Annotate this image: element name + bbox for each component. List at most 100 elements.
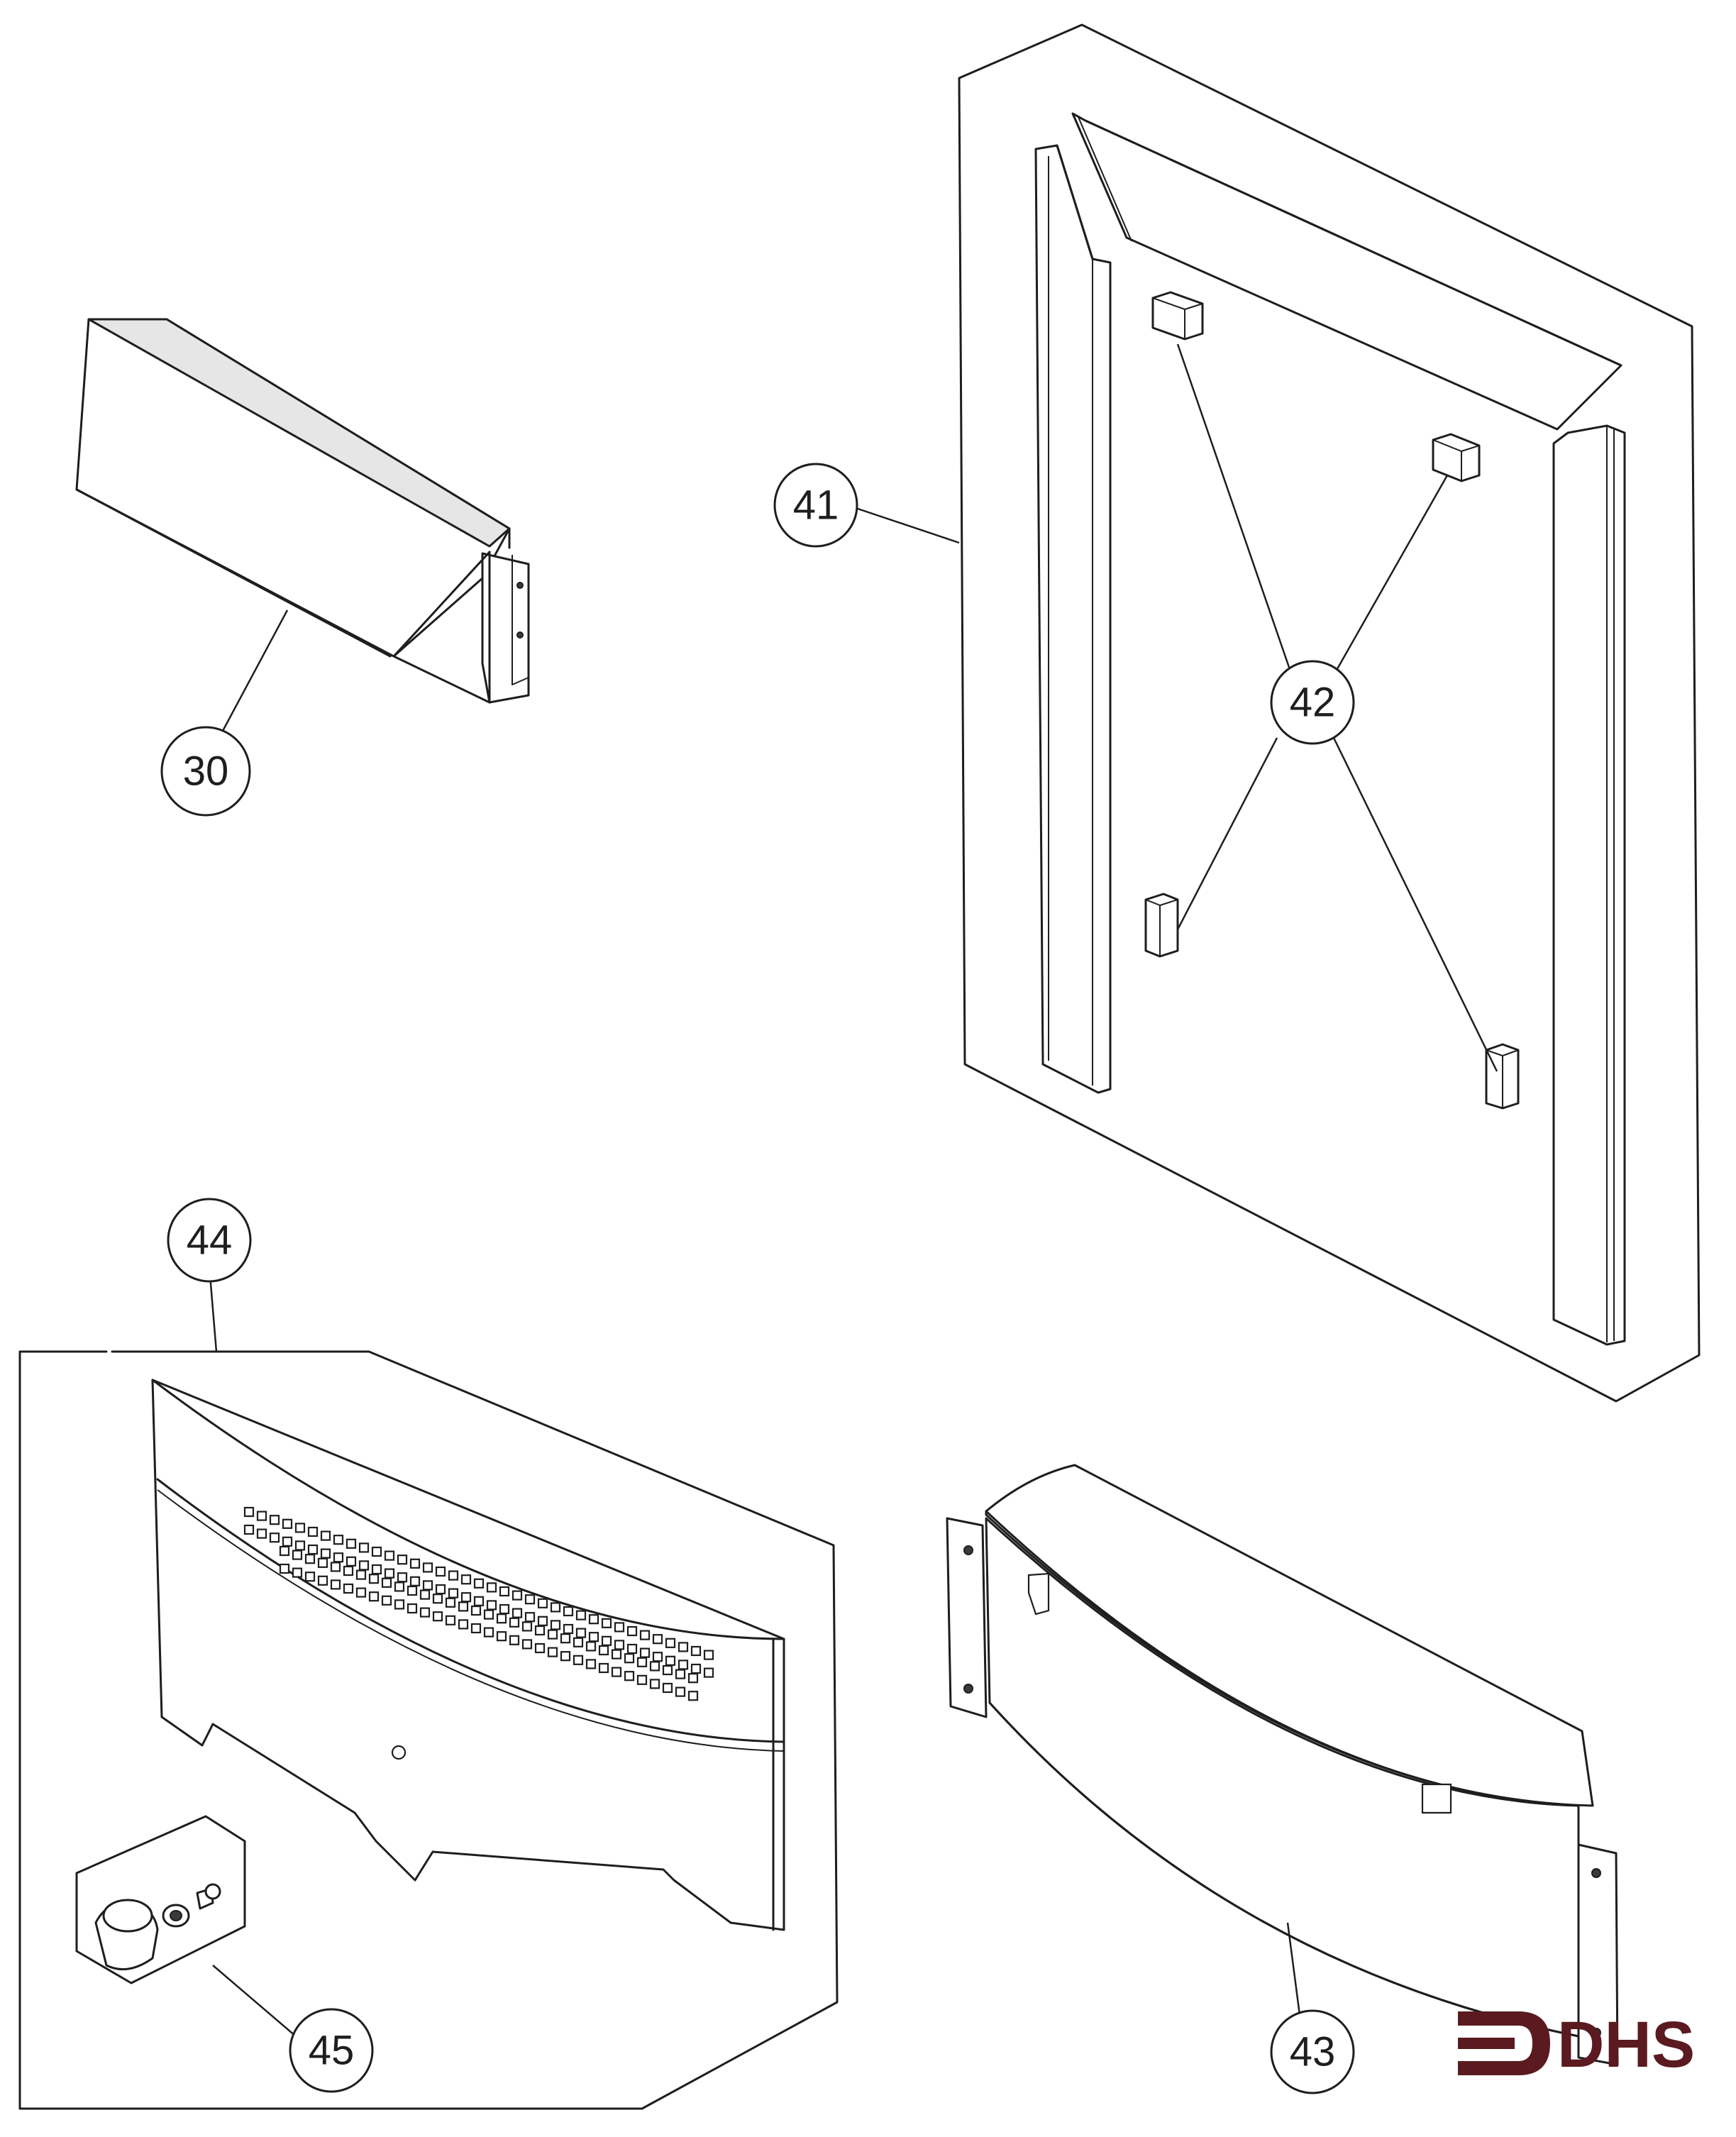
vent-slot xyxy=(397,1572,408,1583)
vent-slot xyxy=(560,1651,571,1662)
vent-slot xyxy=(598,1662,609,1674)
vent-slot xyxy=(588,1614,599,1625)
vent-slot xyxy=(458,1601,469,1612)
vent-slot xyxy=(320,1530,331,1541)
vent-slot xyxy=(307,1544,319,1555)
callout-44: 44 xyxy=(167,1198,252,1283)
vent-slot xyxy=(407,1603,418,1614)
vent-slot xyxy=(496,1613,507,1624)
part-43-curved-lower-panel xyxy=(946,1464,1619,2066)
vent-slot xyxy=(419,1589,431,1600)
vent-slot xyxy=(509,1617,520,1628)
vent-slot xyxy=(547,1629,558,1640)
vent-slot xyxy=(499,1586,510,1597)
vent-slot xyxy=(512,1590,523,1601)
vent-slot xyxy=(649,1679,660,1689)
part-45-control-knob xyxy=(75,1815,246,1984)
vent-slot xyxy=(473,1596,485,1606)
vent-slot xyxy=(345,1556,357,1567)
vent-slot xyxy=(282,1518,293,1529)
vent-slot xyxy=(371,1564,382,1575)
vent-slot xyxy=(687,1673,699,1684)
vent-slot xyxy=(432,1611,443,1622)
vent-slot xyxy=(496,1631,507,1642)
vent-slot xyxy=(665,1638,676,1648)
vent-slot xyxy=(381,1595,392,1606)
vent-slot xyxy=(652,1652,663,1662)
vent-slot xyxy=(269,1533,280,1543)
vent-slot xyxy=(292,1567,303,1578)
vent-slot xyxy=(384,1550,395,1561)
vent-slot xyxy=(639,1647,651,1658)
vent-slot xyxy=(269,1515,280,1525)
vent-slot xyxy=(445,1597,456,1608)
vent-slot xyxy=(639,1630,651,1640)
vent-slot xyxy=(573,1637,584,1647)
vent-slot xyxy=(394,1599,405,1610)
vent-slot xyxy=(394,1581,405,1592)
vent-slot xyxy=(662,1664,673,1676)
vent-slot xyxy=(665,1655,676,1666)
vent-slot xyxy=(422,1562,433,1573)
vent-slot xyxy=(585,1659,597,1669)
vent-slot xyxy=(292,1550,303,1560)
vent-slot xyxy=(460,1574,472,1585)
vent-slot xyxy=(470,1623,482,1634)
vent-slot xyxy=(624,1671,635,1682)
callout-43: 43 xyxy=(1270,2009,1355,2094)
part-44-front-panel-group xyxy=(18,1350,839,2110)
vent-slot xyxy=(368,1574,380,1584)
vent-slot xyxy=(690,1663,702,1674)
vent-slot xyxy=(611,1649,622,1660)
vent-slot xyxy=(499,1603,510,1615)
vent-slot xyxy=(614,1622,625,1633)
vent-slot xyxy=(573,1655,584,1665)
vent-slot xyxy=(486,1600,497,1611)
vent-slot xyxy=(317,1575,328,1586)
spacer-block-3 xyxy=(1144,893,1179,958)
vent-slot xyxy=(483,1627,494,1638)
vent-slot xyxy=(422,1580,433,1591)
vent-slot xyxy=(256,1511,267,1521)
vent-slot xyxy=(636,1674,648,1685)
vent-slot xyxy=(470,1605,482,1616)
vent-slot xyxy=(345,1538,357,1549)
vent-slot xyxy=(343,1565,354,1576)
spacer-block-1 xyxy=(1151,291,1204,341)
vent-slot xyxy=(371,1546,382,1557)
vent-slot xyxy=(355,1587,367,1598)
vent-slot xyxy=(575,1628,587,1638)
vent-slot xyxy=(384,1568,395,1579)
vent-slot xyxy=(294,1540,306,1551)
vent-slot xyxy=(333,1535,344,1545)
vent-slot-grid xyxy=(243,1506,714,1701)
vent-slot xyxy=(588,1632,599,1642)
vent-slot xyxy=(243,1506,255,1518)
vent-slot xyxy=(282,1536,293,1547)
vent-slot xyxy=(560,1633,571,1644)
vent-slot xyxy=(585,1641,597,1652)
dhs-logo-text: DHS xyxy=(1557,2009,1695,2081)
vent-slot xyxy=(368,1591,380,1602)
callout-30: 30 xyxy=(160,726,251,817)
vent-slot xyxy=(343,1583,354,1594)
vent-slot xyxy=(534,1642,546,1654)
callout-45: 45 xyxy=(289,2008,374,2093)
vent-slot xyxy=(432,1594,443,1604)
vent-slot xyxy=(598,1645,609,1656)
vent-slot xyxy=(534,1625,546,1636)
vent-slot xyxy=(537,1616,548,1626)
vent-slot xyxy=(550,1620,561,1630)
vent-slot xyxy=(636,1657,648,1667)
svg-text:41: 41 xyxy=(793,482,839,529)
part-30-top-panel xyxy=(75,318,530,704)
vent-slot xyxy=(563,1606,574,1617)
vent-slot xyxy=(243,1524,255,1535)
vent-slot xyxy=(649,1661,660,1672)
vent-slot xyxy=(473,1578,485,1589)
svg-text:30: 30 xyxy=(183,749,229,795)
vent-slot xyxy=(304,1554,316,1564)
vent-slot xyxy=(358,1542,370,1553)
vent-slot xyxy=(521,1621,533,1632)
